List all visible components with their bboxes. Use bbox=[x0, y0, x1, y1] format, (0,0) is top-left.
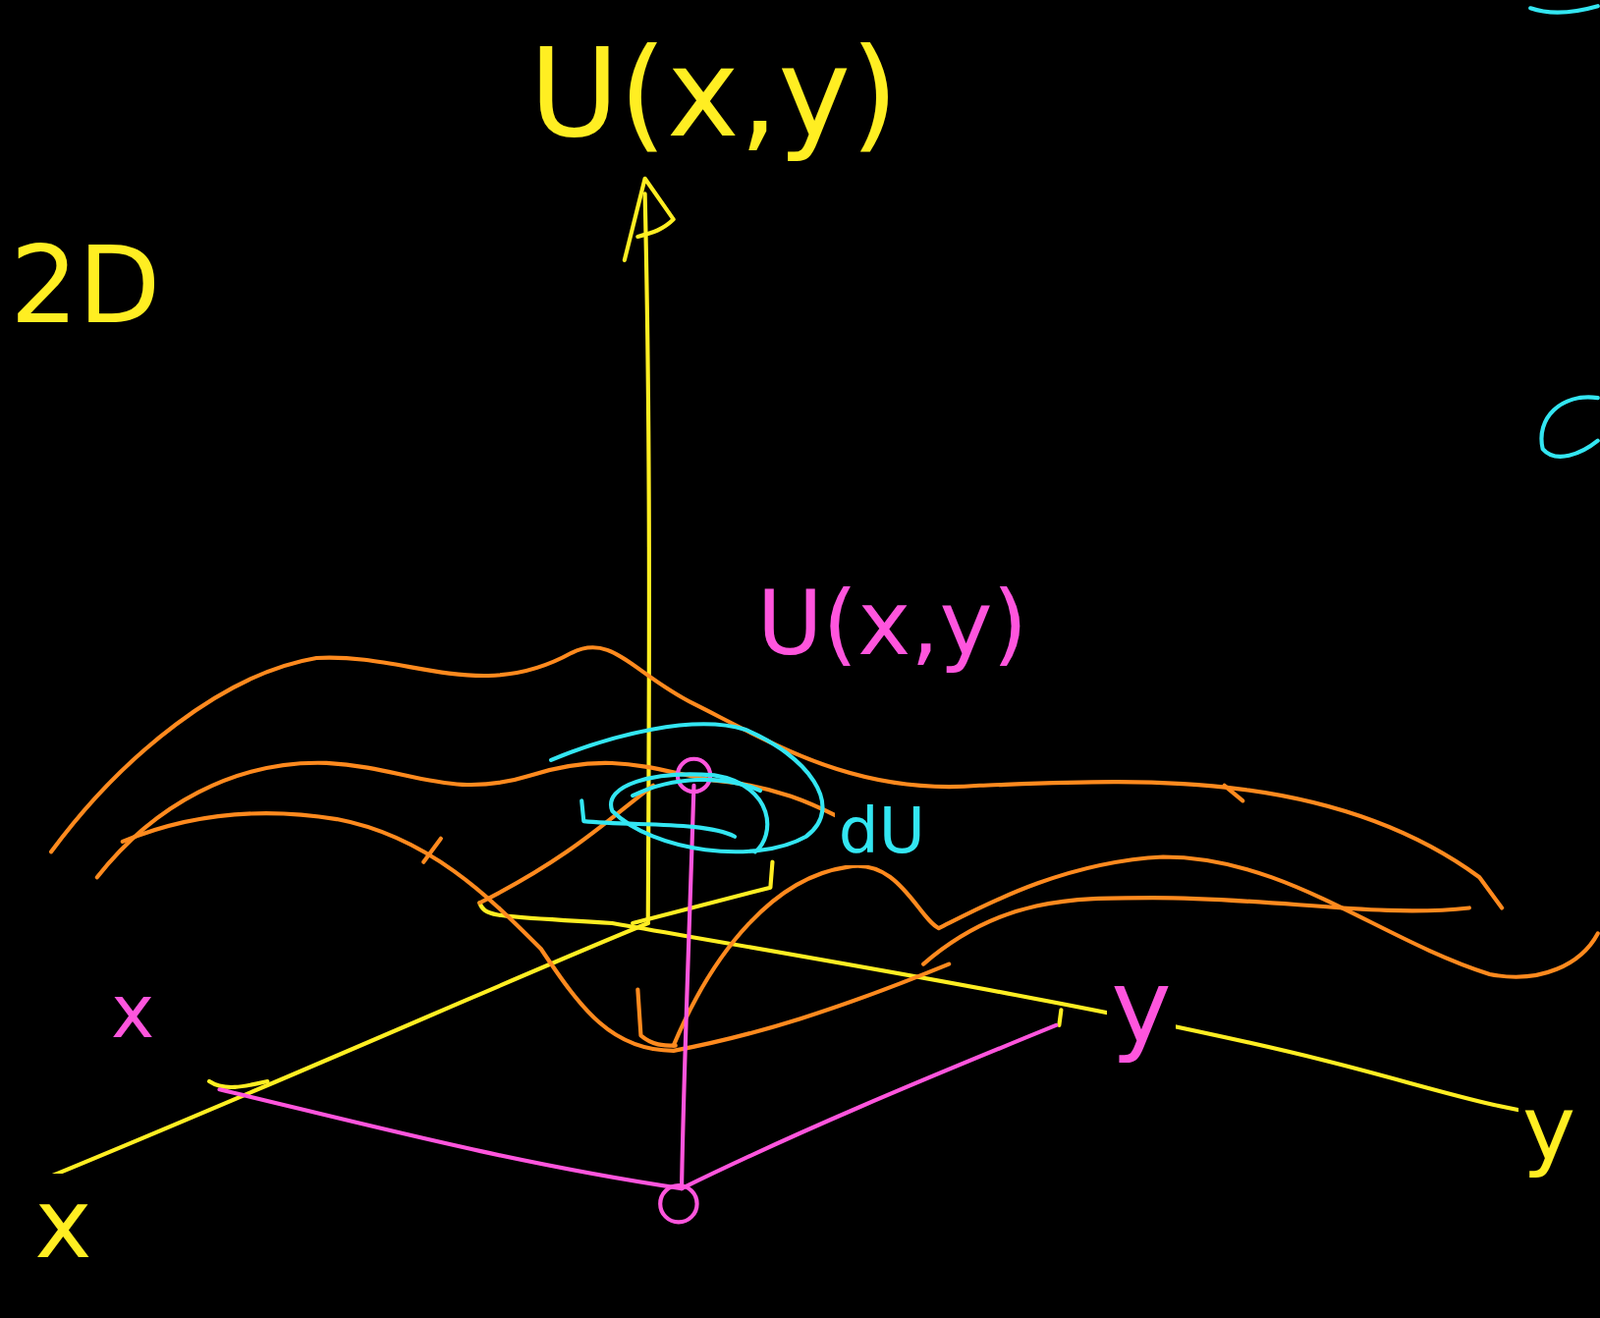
surface bbox=[51, 647, 1599, 1051]
dimension-label: 2D bbox=[5, 229, 165, 341]
function-label: U(x,y) bbox=[525, 30, 903, 158]
edge-marks bbox=[1530, 5, 1599, 457]
differential-label: dU bbox=[834, 797, 930, 865]
axis-label: y bbox=[1518, 1081, 1580, 1175]
differential-patch bbox=[551, 723, 823, 852]
axes bbox=[46, 178, 1572, 1179]
axis-label: x bbox=[30, 1173, 96, 1275]
coordinate-label: y bbox=[1106, 953, 1175, 1060]
coordinate-label: x bbox=[107, 974, 159, 1052]
point-value-label: U(x,y) bbox=[753, 576, 1032, 670]
